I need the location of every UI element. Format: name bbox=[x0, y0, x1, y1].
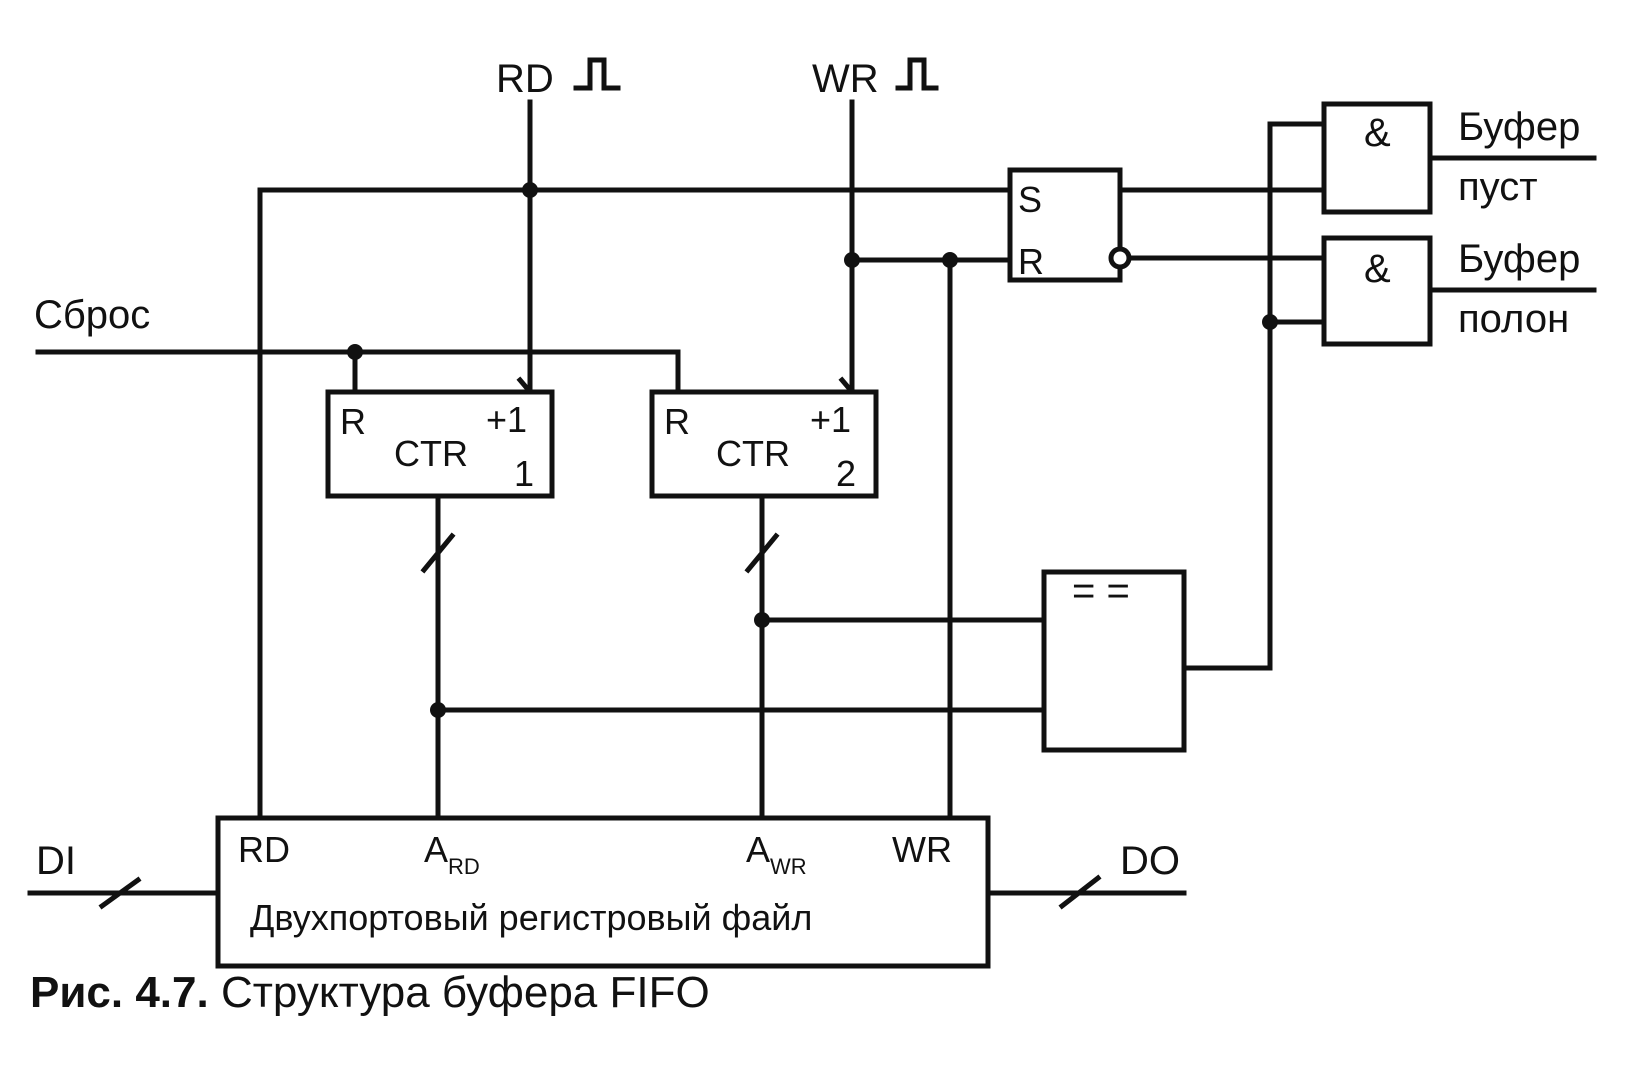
data-in-label: DI bbox=[36, 839, 76, 883]
junction-cmp bbox=[1262, 314, 1278, 330]
regfile-title: Двухпортовый регистровый файл bbox=[250, 897, 812, 938]
regfile-ard-sub: RD bbox=[448, 854, 480, 879]
regfile-wr-pin: WR bbox=[892, 829, 952, 870]
sr-flipflop-box bbox=[1007, 167, 1123, 283]
ctr2-inc: +1 bbox=[810, 399, 851, 440]
wr-clock-label: WR bbox=[812, 57, 879, 101]
junction-awr bbox=[754, 612, 770, 628]
regfile-awr-main: A bbox=[746, 829, 770, 870]
buffer-empty-label-2: пуст bbox=[1458, 165, 1538, 209]
rd-pulse-icon bbox=[573, 57, 621, 91]
and-gate-full-symbol: & bbox=[1364, 247, 1391, 291]
rd-clock-label: RD bbox=[496, 57, 554, 101]
comparator-symbol: = = bbox=[1072, 569, 1130, 613]
ff-reset-pin: R bbox=[1018, 241, 1044, 282]
junction-wr bbox=[844, 252, 860, 268]
and-gate-empty-symbol: & bbox=[1364, 111, 1391, 155]
comparator-box bbox=[1041, 569, 1187, 753]
bus-slash-do bbox=[1058, 874, 1102, 910]
regfile-awr-sub: WR bbox=[770, 854, 807, 879]
ctr1-inc: +1 bbox=[486, 399, 527, 440]
figure-number: Рис. 4.7. bbox=[30, 968, 209, 1017]
junction-rd bbox=[522, 182, 538, 198]
junction-reset bbox=[347, 344, 363, 360]
ctr1-reset-pin: R bbox=[340, 401, 366, 442]
ctr1-label: CTR bbox=[394, 433, 468, 474]
wr-pulse-icon bbox=[895, 57, 939, 91]
bus-slash-ctr2 bbox=[744, 532, 780, 574]
buffer-full-label-2: полон bbox=[1458, 297, 1569, 341]
ctr1-index: 1 bbox=[514, 453, 534, 494]
and-gate-full-box bbox=[1321, 235, 1433, 347]
ctr2-reset-pin: R bbox=[664, 401, 690, 442]
junction-ard bbox=[430, 702, 446, 718]
buffer-full-label: Буфер bbox=[1458, 237, 1580, 281]
regfile-awr-pin: AWR bbox=[746, 829, 807, 879]
junction-wr-regfile bbox=[942, 252, 958, 268]
buffer-empty-label: Буфер bbox=[1458, 105, 1580, 149]
ff-set-pin: S bbox=[1018, 179, 1042, 220]
figure-caption: Рис. 4.7. Структура буфера FIFO bbox=[30, 968, 710, 1018]
regfile-ard-pin: ARD bbox=[424, 829, 480, 879]
register-file-box bbox=[215, 815, 991, 969]
regfile-ard-main: A bbox=[424, 829, 448, 870]
counter-read-box bbox=[325, 389, 555, 499]
ctr2-label: CTR bbox=[716, 433, 790, 474]
regfile-rd-pin: RD bbox=[238, 829, 290, 870]
bus-slash-ctr1 bbox=[420, 532, 456, 574]
inverted-output-icon bbox=[1108, 246, 1132, 270]
junctions bbox=[347, 182, 1278, 718]
figure-title: Структура буфера FIFO bbox=[220, 968, 710, 1017]
counter-write-box bbox=[649, 389, 879, 499]
and-gate-empty-box bbox=[1321, 101, 1433, 215]
ctr2-index: 2 bbox=[836, 453, 856, 494]
data-out-label: DO bbox=[1120, 839, 1180, 883]
reset-label: Сброс bbox=[34, 293, 150, 337]
bus-slash-di bbox=[98, 876, 142, 910]
